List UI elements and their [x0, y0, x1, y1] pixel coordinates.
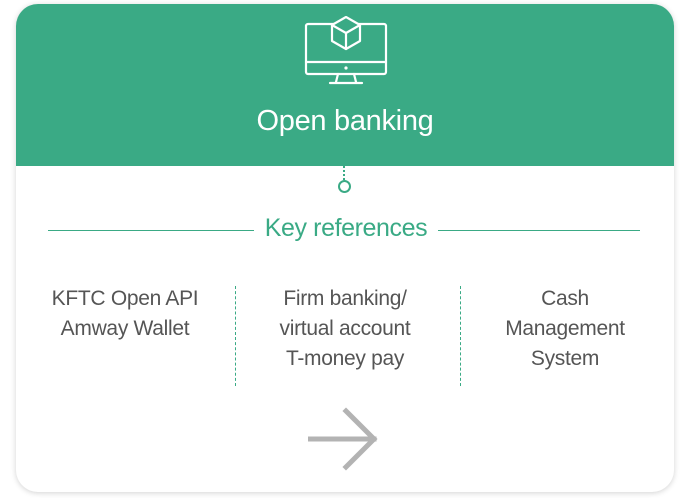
reference-line: Amway Wallet [60, 317, 190, 340]
reference-column-3: Cash Management System [456, 284, 674, 374]
connector-line [343, 166, 345, 180]
reference-line: Management [505, 317, 625, 340]
reference-column-1: KFTC Open API Amway Wallet [16, 284, 234, 344]
reference-line: System [530, 347, 600, 370]
open-banking-card: Open banking Key references KFTC Open AP… [16, 4, 674, 492]
section-title: Key references [264, 214, 428, 242]
column-divider [235, 286, 236, 386]
reference-line: KFTC Open API [51, 287, 199, 310]
column-divider [460, 286, 461, 386]
page-title: Open banking [256, 105, 434, 137]
reference-column-2: Firm banking/ virtual account T-money pa… [236, 284, 454, 374]
reference-line: T-money pay [285, 347, 405, 370]
arrow-right-icon [308, 407, 378, 471]
monitor-cube-icon [304, 16, 388, 85]
section-divider-right [438, 230, 640, 231]
section-divider-left [48, 230, 254, 231]
reference-line: virtual account [279, 317, 411, 340]
card-header: Open banking [16, 4, 674, 166]
connector-dot [338, 180, 351, 193]
reference-line: Firm banking/ [283, 287, 407, 310]
reference-line: Cash [541, 287, 589, 310]
